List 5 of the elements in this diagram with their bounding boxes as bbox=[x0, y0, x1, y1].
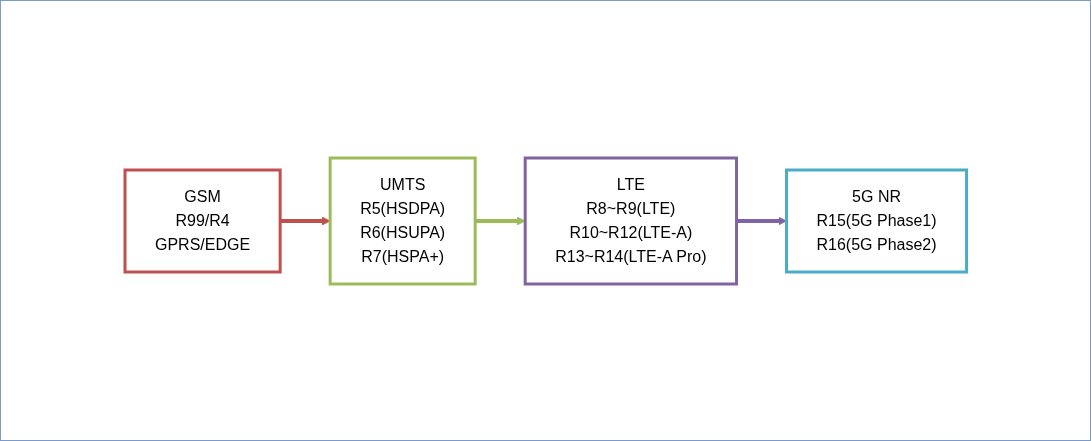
node-box: LTE R8~R9(LTE) R10~R12(LTE-A) R13~R14(LTE-A Pro) bbox=[523, 156, 738, 285]
arrow bbox=[736, 216, 787, 225]
node-box: GSM R99/R4 GPRS/EDGE bbox=[123, 168, 282, 273]
node-box: 5G NR R15(5G Phase1) R16(5G Phase2) bbox=[784, 168, 968, 273]
node-box: UMTS R5(HSDPA) R6(HSUPA) R7(HSPA+) bbox=[328, 156, 477, 285]
